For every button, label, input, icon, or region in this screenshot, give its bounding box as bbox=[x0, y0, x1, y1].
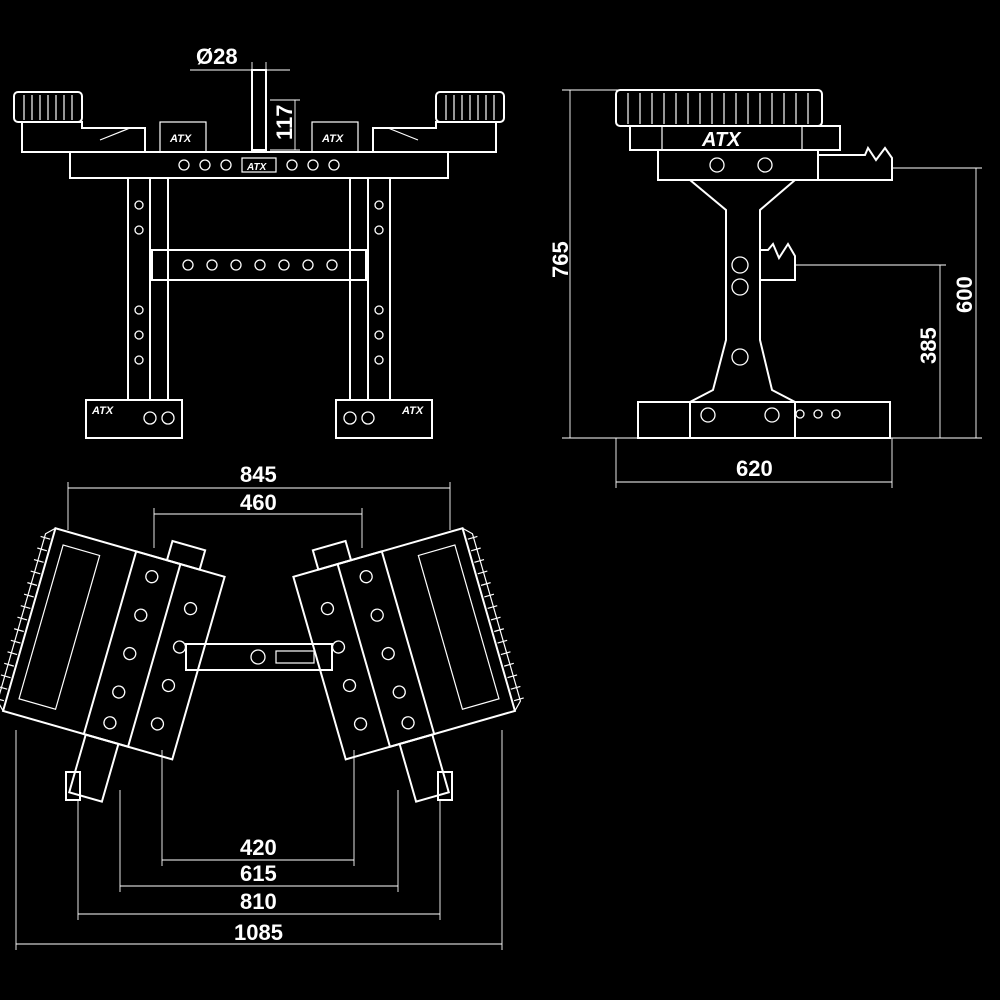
dim-bar-height: 117 bbox=[272, 105, 297, 141]
svg-text:ATX: ATX bbox=[246, 162, 268, 173]
svg-text:ATX: ATX bbox=[401, 405, 424, 417]
dim-lower-holder-height: 385 bbox=[916, 327, 941, 364]
dim-inner-top: 460 bbox=[240, 490, 277, 515]
dim-mid-bottom: 615 bbox=[240, 861, 277, 886]
side-view: ATX 765 600 385 620 bbox=[548, 89, 982, 488]
dim-inner-bottom: 420 bbox=[240, 835, 277, 860]
dim-outer-top: 845 bbox=[240, 462, 277, 487]
dim-top-holder-height: 600 bbox=[952, 276, 977, 313]
dim-bar-diameter: Ø28 bbox=[196, 44, 238, 69]
dim-overall: 1085 bbox=[234, 920, 283, 945]
svg-text:ATX: ATX bbox=[321, 133, 344, 145]
dim-outer-bottom: 810 bbox=[240, 889, 277, 914]
svg-text:ATX: ATX bbox=[91, 405, 114, 417]
dim-total-height: 765 bbox=[548, 241, 573, 278]
svg-text:ATX: ATX bbox=[169, 133, 192, 145]
top-view: 845 460 420 615 810 1085 bbox=[0, 462, 524, 950]
svg-text:ATX: ATX bbox=[701, 129, 742, 151]
front-view: ATX ATX ATX ATX ATX Ø28 bbox=[13, 44, 505, 439]
dim-depth: 620 bbox=[736, 456, 773, 481]
